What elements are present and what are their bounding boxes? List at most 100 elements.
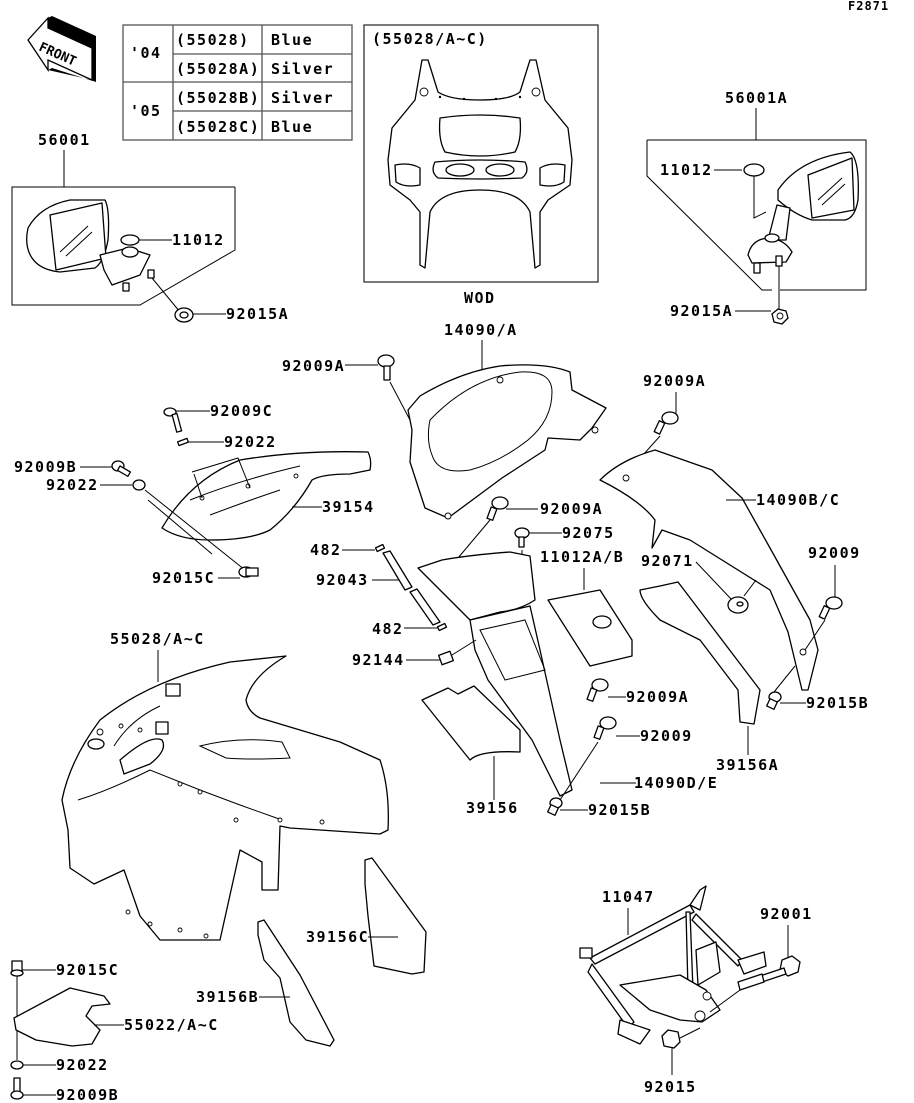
callout-92015C: 92015C: [152, 569, 215, 587]
callout-92043: 92043: [316, 571, 369, 589]
stay-group: 11047 92001 92015: [579, 885, 813, 1096]
washer-icon: [10, 1060, 24, 1070]
bolt-icon: [818, 596, 843, 620]
spring-icon: [438, 650, 454, 666]
cap-11012: [120, 234, 140, 246]
table-color-cell: Blue: [271, 118, 313, 136]
callout-92009-center: 92009: [640, 727, 693, 745]
callout-92015A-right: 92015A: [670, 302, 733, 320]
callout-92022-left: 92022: [46, 476, 99, 494]
callout-39156B: 39156B: [196, 988, 259, 1006]
callout-39156: 39156: [466, 799, 519, 817]
bolt-icon: [586, 678, 609, 702]
color-table: '04 '05 (55028) Blue (55028A) Silver (55…: [122, 24, 353, 141]
rod-icon: [382, 550, 441, 626]
lower-center-group: 92009A 92009 14090D/E 39156 92015B: [421, 678, 718, 819]
callout-92022-bottom: 92022: [56, 1056, 109, 1074]
inner-cover-top-group: 14090/A 92009A: [282, 321, 607, 520]
right-inner-group: 92009A 14090B/C 92071 92009: [599, 372, 869, 774]
grommet-icon: [727, 596, 749, 614]
table-part-cell: (55028C): [176, 118, 260, 136]
callout-92009-right: 92009: [808, 544, 861, 562]
front-arrow-icon: FRONT: [27, 16, 96, 82]
table-color-cell: Silver: [271, 89, 334, 107]
callout-92015C-bottom: 92015C: [56, 961, 119, 979]
duct-group: 92009C 92022 92009B 92022 39154: [14, 402, 375, 587]
mirror-right-drawing: [747, 151, 859, 274]
year-label: '05: [130, 102, 162, 120]
table-part-cell: (55028B): [176, 89, 260, 107]
bolt-icon: [653, 411, 679, 435]
callout-14090-A: 14090/A: [444, 321, 518, 339]
callout-92075: 92075: [562, 524, 615, 542]
nut-icon: [238, 566, 259, 578]
callout-92009C: 92009C: [210, 402, 273, 420]
nut-icon: [661, 1029, 681, 1049]
figure-id: F2871: [848, 0, 889, 13]
callout-55022-A-C: 55022/A~C: [124, 1016, 219, 1034]
table-part-cell: (55028): [176, 31, 250, 49]
table-part-cell: (55028A): [176, 60, 260, 78]
nut-icon: [766, 691, 782, 710]
callout-92071: 92071: [641, 552, 694, 570]
washer-icon: [132, 479, 146, 491]
table-color-cell: Blue: [271, 31, 313, 49]
left-mirror-group: 56001 11012 92015A: [11, 131, 289, 323]
callout-92009A: 92009A: [282, 357, 345, 375]
pads-group: 39156C 39156B: [196, 857, 427, 1047]
callout-92015B-center: 92015B: [588, 801, 651, 819]
callout-92144: 92144: [352, 651, 405, 669]
callout-39156C: 39156C: [306, 928, 369, 946]
lower-cover-group: 92015C 55022/A~C 92022 92009B: [10, 960, 219, 1103]
inset-title: (55028/A~C): [372, 30, 488, 48]
callout-482-top: 482: [310, 541, 342, 559]
callout-92015: 92015: [644, 1078, 697, 1096]
callout-14090D-E: 14090D/E: [634, 774, 718, 792]
callout-92015A-left: 92015A: [226, 305, 289, 323]
inset-front-view: (55028/A~C): [363, 24, 599, 283]
callout-482-bottom: 482: [372, 620, 404, 638]
cap-11012-right: [743, 163, 765, 177]
callout-39154: 39154: [322, 498, 375, 516]
pin-icon: [514, 527, 530, 548]
stay-drawing: [579, 885, 767, 1045]
callout-92009B: 92009B: [14, 458, 77, 476]
bolt-icon: [737, 955, 801, 991]
callout-92009A-center: 92009A: [540, 500, 603, 518]
right-mirror-group: 56001A 11012 92015A: [646, 89, 867, 325]
callout-55028-A-C: 55028/A~C: [110, 630, 205, 648]
upper-cowl-group: 55028/A~C: [61, 630, 389, 941]
center-assembly-group: 92009A 92075 11012A/B 482 92043 482: [310, 496, 633, 797]
mirror-left-drawing: [26, 199, 155, 292]
callout-39156A: 39156A: [716, 756, 779, 774]
callout-56001A: 56001A: [725, 89, 788, 107]
callout-92015B-right: 92015B: [806, 694, 869, 712]
callout-92001: 92001: [760, 905, 813, 923]
nut-icon: [10, 960, 24, 977]
inset-caption: WOD: [464, 289, 496, 307]
callout-14090B-C: 14090B/C: [756, 491, 840, 509]
callout-92022-top: 92022: [224, 433, 277, 451]
nut-icon: [547, 797, 563, 816]
cowl-front-drawing: [387, 59, 573, 269]
callout-92009B-bottom: 92009B: [56, 1086, 119, 1103]
callout-56001: 56001: [38, 131, 91, 149]
callout-11012-right: 11012: [660, 161, 713, 179]
nut-icon: [174, 307, 194, 323]
callout-11012: 11012: [172, 231, 225, 249]
bolt-icon: [377, 354, 395, 381]
callout-11047: 11047: [602, 888, 655, 906]
bolt-icon: [10, 1077, 24, 1100]
bolt-icon: [593, 716, 617, 740]
year-label: '04: [130, 44, 162, 62]
callout-92009A-lower: 92009A: [626, 688, 689, 706]
nut-icon: [771, 308, 789, 325]
callout-92009A-right: 92009A: [643, 372, 706, 390]
bolt-icon: [111, 460, 132, 477]
bolt-icon: [486, 496, 509, 521]
bracket-icon: [165, 683, 181, 697]
table-color-cell: Silver: [271, 60, 334, 78]
callout-11012A-B: 11012A/B: [540, 548, 624, 566]
bracket-icon: [155, 721, 169, 735]
